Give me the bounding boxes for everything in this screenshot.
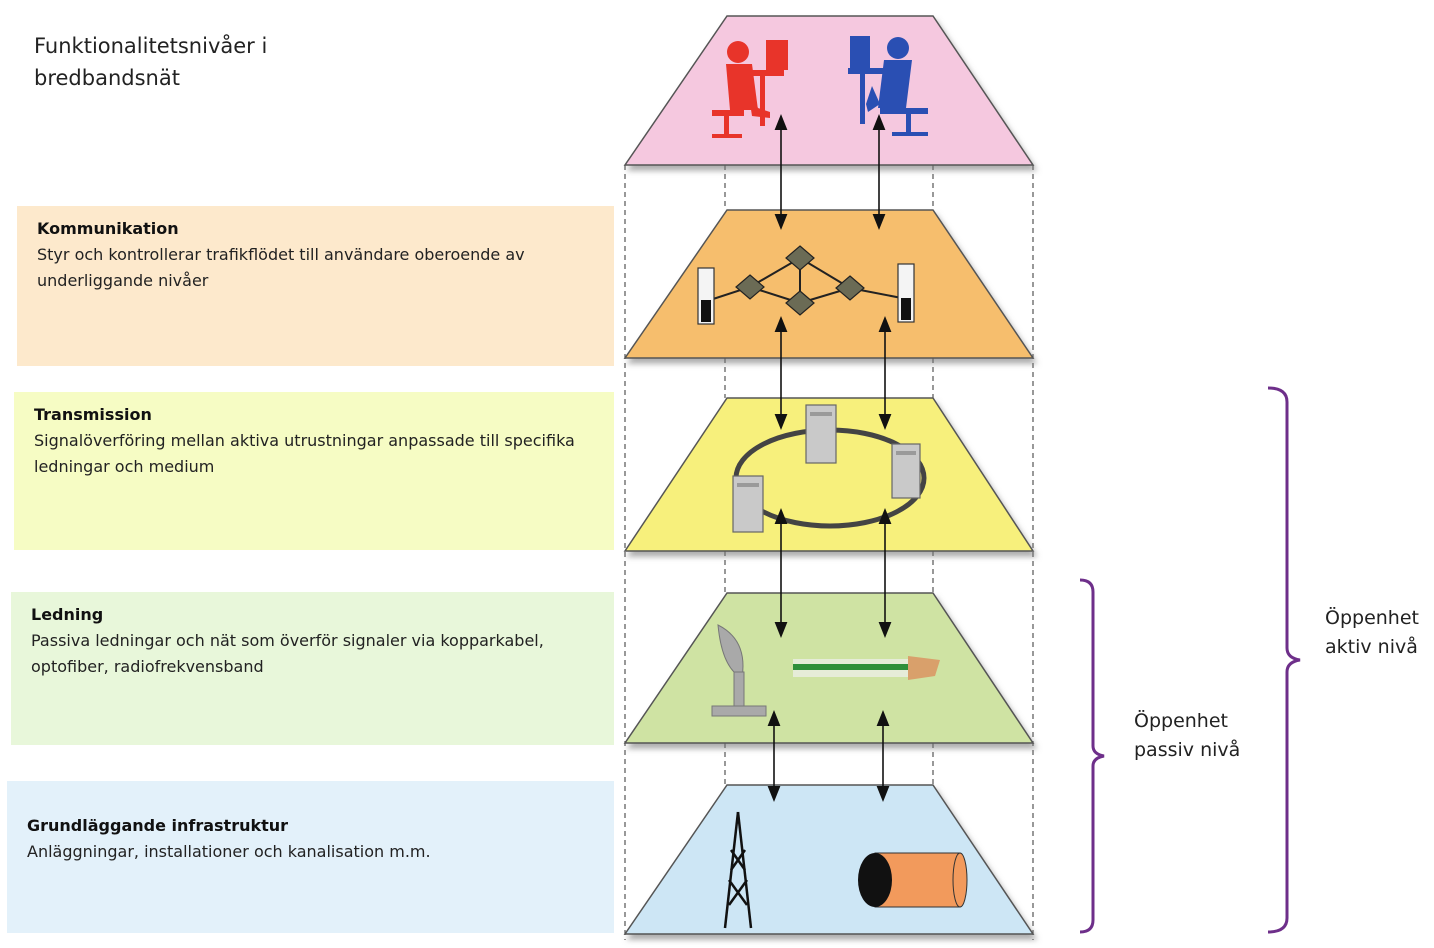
level-heading: Ledning — [31, 605, 104, 624]
level-transmission-box: Transmission Signalöverföring mellan akt… — [14, 392, 614, 550]
infrastructure-layer — [623, 784, 1035, 935]
users-at-desks-icon — [712, 36, 928, 138]
users-layer — [623, 15, 1035, 166]
active-bracket — [1267, 386, 1301, 934]
router-network-icon — [697, 245, 915, 325]
level-heading: Kommunikation — [37, 219, 179, 238]
layer-arrows — [767, 114, 892, 802]
passive-openness-label: Öppenhet passiv nivå — [1134, 710, 1241, 761]
level-heading: Grundläggande infrastruktur — [27, 816, 289, 835]
level-cable-box: Ledning Passiva ledningar och nät som öv… — [11, 592, 614, 745]
server-ring-icon — [732, 404, 927, 533]
level-description: Passiva ledningar och nät som överför si… — [31, 631, 544, 676]
active-openness-label: Öppenhet aktiv nivå — [1325, 607, 1419, 658]
tower-and-duct-icon — [723, 811, 968, 929]
communication-layer — [623, 209, 1035, 359]
level-description: Signalöverföring mellan aktiva utrustnin… — [34, 431, 575, 476]
level-description: Styr och kontrollerar trafikflödet till … — [37, 245, 525, 290]
page-title: Funktionalitetsnivåer i bredbandsnät — [34, 34, 268, 90]
satellite-dish-and-cable-icon — [711, 624, 940, 717]
level-heading: Transmission — [34, 405, 152, 424]
passive-bracket — [1079, 578, 1105, 934]
level-infrastructure-box: Grundläggande infrastruktur Anläggningar… — [7, 781, 614, 933]
transmission-layer — [623, 397, 1035, 552]
dashed-guides — [624, 165, 1034, 940]
level-communication-box: Kommunikation Styr och kontrollerar traf… — [17, 206, 614, 366]
level-description: Anläggningar, installationer och kanalis… — [27, 842, 431, 861]
